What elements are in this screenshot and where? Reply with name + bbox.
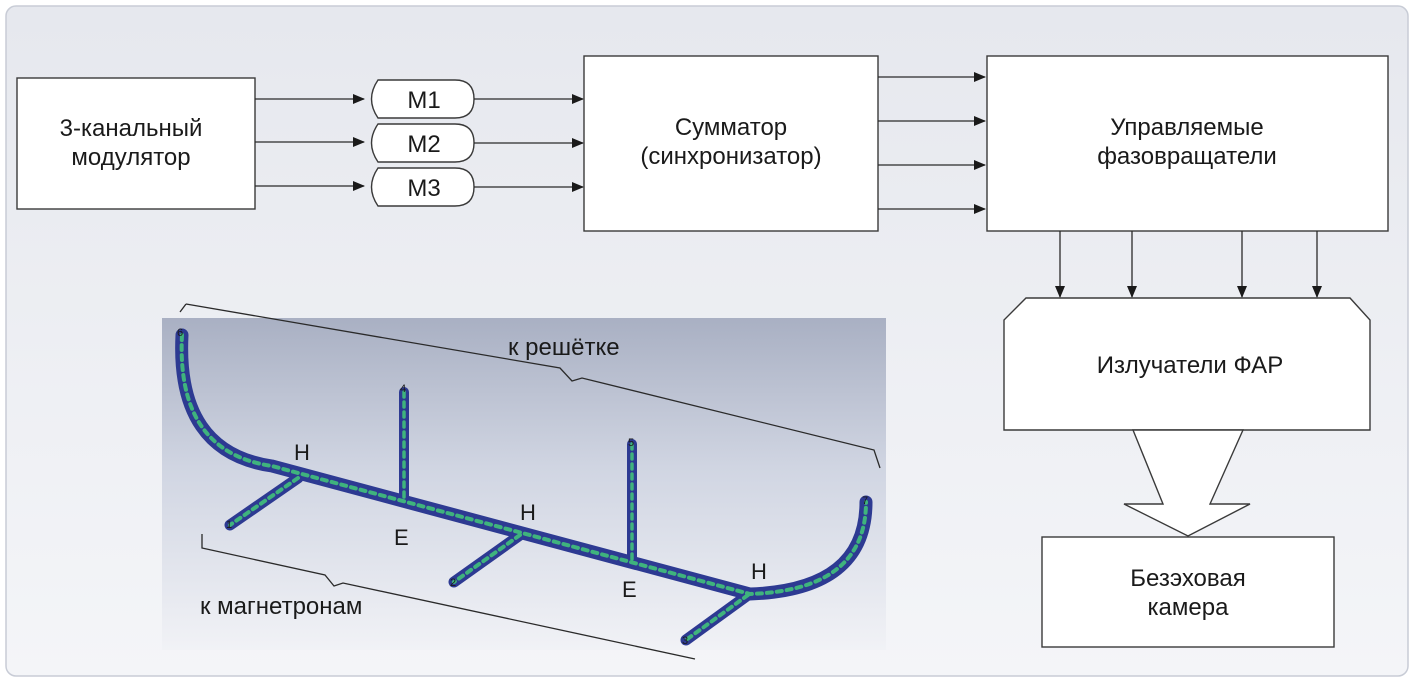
port-number-3: 3 [682, 635, 688, 647]
chamber-label-line1: Безэховая [1130, 565, 1245, 592]
magnetron-m3: M3 [370, 167, 475, 207]
modulator-label-line2: модулятор [71, 144, 190, 171]
port-number-6: 6 [177, 327, 183, 339]
arrow-rad-chamber [1123, 429, 1251, 537]
radiators-label: Излучатели ФАР [1097, 352, 1283, 379]
h-label-1: H [294, 440, 310, 465]
modulator-block: 3-канальный модулятор [16, 77, 256, 210]
waveguide-simulation: к решётке к магнетронам 1 2 3 4 [162, 303, 886, 660]
bracket-to-grid [185, 303, 881, 469]
magnetron-m2: M2 [370, 123, 475, 163]
modulator-label-line1: 3-канальный [60, 115, 203, 142]
e-label-2: E [622, 577, 637, 602]
bracket-to-magnetrons [201, 534, 696, 660]
h-label-2: H [520, 500, 536, 525]
chamber-block: Безэховая камера [1041, 536, 1335, 648]
label-to-magnetrons: к магнетронам [200, 593, 362, 620]
h-label-3: H [751, 559, 767, 584]
m1-label: M1 [407, 87, 440, 114]
field-pattern-main [179, 333, 868, 597]
m3-label: M3 [407, 175, 440, 202]
magnetron-m1: M1 [370, 79, 475, 119]
e-label-1: E [394, 525, 409, 550]
label-to-grid: к решётке [508, 334, 620, 361]
summator-label-line1: Сумматор [675, 114, 787, 141]
summator-block: Сумматор (синхронизатор) [583, 55, 879, 232]
phase-shifters-block: Управляемые фазовращатели [986, 55, 1389, 232]
port-number-2: 2 [450, 577, 456, 589]
port-number-4: 4 [400, 383, 406, 395]
port-number-5: 5 [628, 437, 634, 449]
summator-label-line2: (синхронизатор) [640, 143, 821, 170]
radiators-block: Излучатели ФАР [1003, 297, 1371, 431]
phase-shifters-label-line2: фазовращатели [1097, 143, 1277, 170]
phase-shifters-label-line1: Управляемые [1110, 114, 1264, 141]
port-number-1: 1 [226, 519, 232, 531]
port-number-7: 7 [862, 495, 868, 507]
m2-label: M2 [407, 131, 440, 158]
chamber-label-line2: камера [1148, 594, 1230, 621]
